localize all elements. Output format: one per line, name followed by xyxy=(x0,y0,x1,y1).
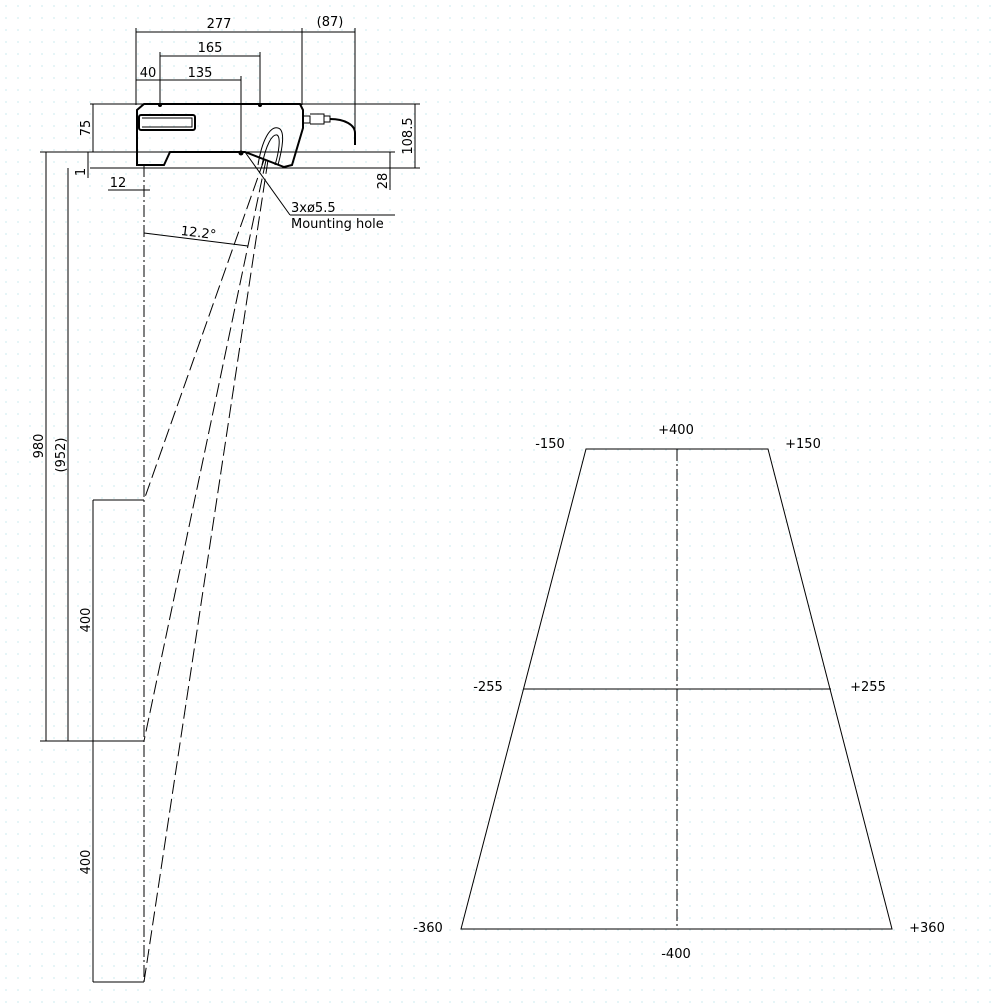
dim-400-top: 400 xyxy=(79,608,94,633)
fov-mid-right: +255 xyxy=(850,680,886,695)
field-of-view: +400 -150 +150 -255 +255 -360 +360 -400 xyxy=(413,423,945,962)
fov-bottom-right: +360 xyxy=(909,921,945,936)
dim-277: 277 xyxy=(207,17,232,32)
dim-28: 28 xyxy=(376,173,391,190)
fov-bottom-left: -360 xyxy=(413,921,443,936)
extension-lines xyxy=(40,28,420,983)
dim-980: 980 xyxy=(32,434,47,459)
sensor-body xyxy=(136,103,356,169)
dim-40: 40 xyxy=(140,66,157,81)
fov-top-left: -150 xyxy=(535,437,565,452)
fov-top-center: +400 xyxy=(658,423,694,438)
dim-135: 135 xyxy=(188,66,213,81)
dimension-lines xyxy=(45,31,416,982)
hole-label: 3xø5.5 xyxy=(291,201,336,216)
dim-400-bottom: 400 xyxy=(79,850,94,875)
dim-75: 75 xyxy=(79,120,94,137)
fov-mid-left: -255 xyxy=(473,680,503,695)
angle-label: 12.2° xyxy=(180,224,217,243)
side-view-labels: 277 (87) 165 40 135 75 108.5 28 1 12 12.… xyxy=(32,15,416,874)
dim-12: 12 xyxy=(110,176,127,191)
dim-1: 1 xyxy=(74,168,89,176)
fov-top-right: +150 xyxy=(785,437,821,452)
dim-952: (952) xyxy=(54,438,69,473)
hole-desc: Mounting hole xyxy=(291,217,384,232)
fov-bottom-center: -400 xyxy=(661,947,691,962)
dim-108-5: 108.5 xyxy=(401,117,416,154)
dim-87: (87) xyxy=(317,15,344,30)
laser-beam-lines xyxy=(143,159,269,985)
dim-165: 165 xyxy=(198,41,223,56)
